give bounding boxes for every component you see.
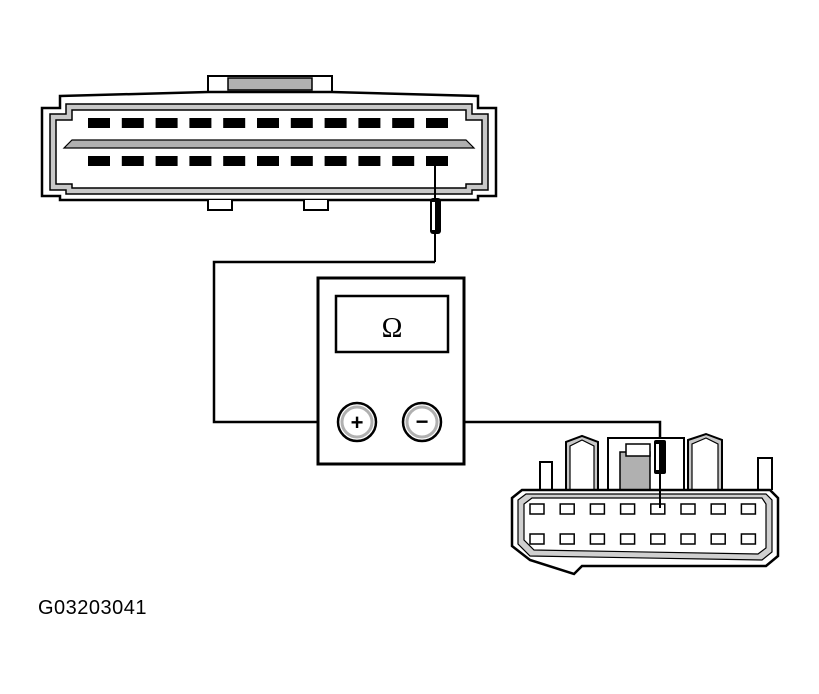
- ohm-symbol: Ω: [382, 313, 403, 344]
- pin-cavity: [392, 118, 415, 128]
- pin-cavity: [324, 156, 347, 166]
- pin-cavity: [358, 118, 381, 128]
- pin-cavity: [529, 533, 545, 545]
- top-connector-pin-row-2: [88, 156, 448, 166]
- pin-cavity: [680, 503, 696, 515]
- multimeter: Ω + −: [316, 276, 466, 466]
- pin-cavity: [426, 118, 448, 128]
- pin-cavity: [88, 118, 110, 128]
- pin-cavity: [121, 156, 144, 166]
- bottom-connector-pin-row-1: [529, 503, 757, 515]
- plus-label: +: [351, 410, 364, 435]
- pin-cavity: [189, 156, 212, 166]
- pin-cavity: [529, 503, 545, 515]
- minus-label: −: [416, 409, 429, 434]
- pin-cavity: [710, 533, 726, 545]
- pin-cavity: [426, 156, 448, 166]
- pin-cavity: [589, 503, 606, 515]
- pin-cavity: [710, 503, 726, 515]
- negative-terminal: [401, 401, 443, 443]
- pin-cavity: [559, 533, 575, 545]
- pin-cavity: [619, 503, 636, 515]
- pin-cavity: [155, 156, 178, 166]
- top-probe: [430, 166, 441, 262]
- pin-cavity: [358, 156, 381, 166]
- pin-cavity: [189, 118, 212, 128]
- positive-terminal: [336, 401, 378, 443]
- pin-cavity: [257, 118, 279, 128]
- pin-cavity: [257, 156, 279, 166]
- pin-cavity: [223, 118, 246, 128]
- pin-cavity: [324, 118, 347, 128]
- pin-cavity: [650, 503, 666, 515]
- bottom-connector-pin-row-2: [529, 533, 757, 545]
- pin-cavity: [650, 533, 666, 545]
- pin-cavity: [290, 156, 313, 166]
- pin-cavity: [559, 503, 575, 515]
- pin-cavity: [88, 156, 110, 166]
- positive-lead: [212, 260, 435, 424]
- top-connector-pin-row-1: [88, 118, 448, 128]
- pin-cavity: [121, 118, 144, 128]
- pin-cavity: [589, 533, 606, 545]
- pin-cavity: [680, 533, 696, 545]
- top-connector: [40, 75, 498, 211]
- pin-cavity: [740, 533, 757, 545]
- figure-id: G03203041: [38, 597, 148, 619]
- meter-display: [334, 294, 450, 354]
- bottom-connector: [510, 432, 780, 576]
- pin-cavity: [223, 156, 246, 166]
- pin-cavity: [392, 156, 415, 166]
- pin-cavity: [619, 533, 636, 545]
- pin-cavity: [740, 503, 757, 515]
- bottom-probe: [654, 440, 666, 508]
- pin-cavity: [290, 118, 313, 128]
- pin-cavity: [155, 118, 178, 128]
